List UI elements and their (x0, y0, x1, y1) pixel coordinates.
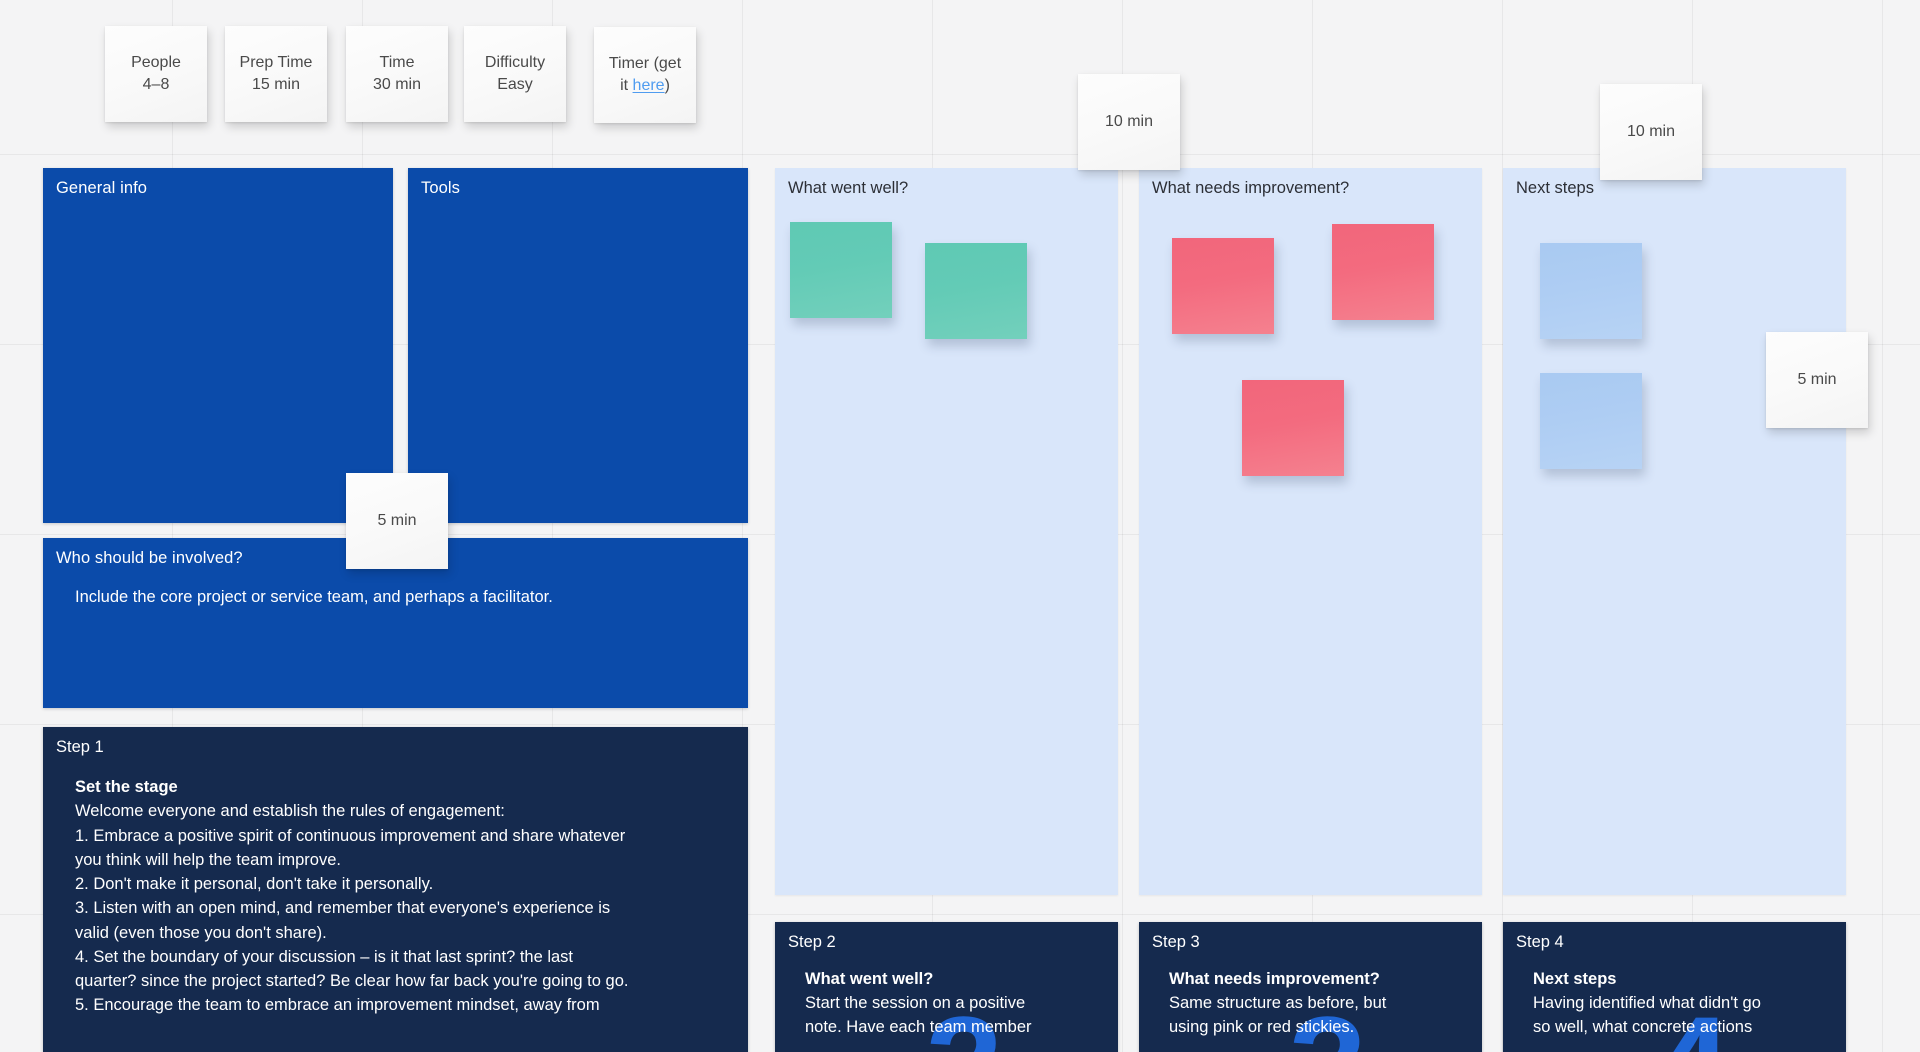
panel-general-info-title: General info (56, 179, 148, 197)
step-panel-1[interactable]: Step 1 1 Set the stage Welcome everyone … (43, 727, 748, 1052)
meta-card-people-value: 4–8 (142, 76, 170, 93)
panel-tools[interactable]: Tools (408, 168, 748, 523)
timer-badge-general-info[interactable]: 5 min (346, 473, 448, 569)
timer-here-link[interactable]: here (632, 77, 665, 94)
step-panel-4-label: Step 4 (1516, 933, 1564, 951)
step-panel-1-line: Welcome everyone and establish the rules… (75, 802, 505, 821)
sticky-note-pink[interactable] (1332, 224, 1434, 320)
column-next-steps-title: Next steps (1516, 179, 1594, 197)
meta-card-time[interactable]: Time 30 min (346, 26, 448, 122)
step-panel-3-line: using pink or red stickies. (1169, 1017, 1355, 1036)
meta-card-prep-time-value: 15 min (251, 76, 300, 93)
meta-card-prep-time-label: Prep Time (239, 54, 313, 72)
step-panel-2-body: What went well? Start the session on a p… (805, 968, 1104, 1040)
sticky-note-blue[interactable] (1540, 373, 1642, 469)
timer-badge-next-steps-top-value: 10 min (1626, 123, 1676, 141)
meta-card-people-label: People (131, 54, 181, 72)
meta-card-time-label: Time (379, 54, 415, 72)
panel-general-info[interactable]: General info (43, 168, 393, 523)
meta-card-difficulty-value: Easy (497, 76, 533, 93)
step-panel-4-line: Having identified what didn't go (1533, 993, 1761, 1012)
sticky-note-green[interactable] (925, 243, 1027, 339)
step-panel-3-line: Same structure as before, but (1169, 993, 1387, 1012)
meta-card-people[interactable]: People 4–8 (105, 26, 207, 122)
panel-who-should-be-involved-body: Include the core project or service team… (75, 588, 553, 606)
timer-badge-next-steps-top[interactable]: 10 min (1600, 84, 1702, 180)
step-panel-2-heading: What went well? (805, 970, 934, 988)
step-panel-1-line: 5. Encourage the team to embrace an impr… (75, 996, 600, 1015)
step-panel-3-body: What needs improvement? Same structure a… (1169, 968, 1468, 1040)
step-panel-4[interactable]: Step 4 4 Next steps Having identified wh… (1503, 922, 1846, 1052)
step-panel-1-heading: Set the stage (75, 778, 178, 796)
step-panel-2-label: Step 2 (788, 933, 836, 951)
step-panel-1-line: quarter? since the project started? Be c… (75, 972, 629, 990)
step-panel-1-body: Set the stage Welcome everyone and estab… (75, 775, 728, 1018)
step-panel-3-label: Step 3 (1152, 933, 1200, 951)
step-panel-4-line: so well, what concrete actions (1533, 1017, 1753, 1036)
sticky-note-pink[interactable] (1242, 380, 1344, 476)
panel-who-should-be-involved-title: Who should be involved? (56, 549, 243, 567)
step-panel-2-line: note. Have each team member (805, 1017, 1032, 1036)
meta-card-time-value: 30 min (372, 76, 422, 93)
meta-card-difficulty-label: Difficulty (484, 54, 546, 72)
panel-tools-title: Tools (421, 179, 461, 197)
step-panel-3-heading: What needs improvement? (1169, 970, 1380, 988)
step-panel-2-line: Start the session on a positive (805, 993, 1026, 1012)
sticky-note-blue[interactable] (1540, 243, 1642, 339)
step-panel-1-line: valid (even those you don't share). (75, 923, 327, 942)
step-panel-2[interactable]: Step 2 2 What went well? Start the sessi… (775, 922, 1118, 1052)
step-panel-1-line: 3. Listen with an open mind, and remembe… (75, 899, 611, 918)
timer-badge-general-info-value: 5 min (377, 512, 417, 530)
meta-card-timer-value: it here) (609, 75, 681, 97)
meta-card-difficulty[interactable]: Difficulty Easy (464, 26, 566, 122)
timer-badge-what-went-well-value: 10 min (1104, 113, 1154, 131)
timer-badge-next-steps-side[interactable]: 5 min (1766, 332, 1868, 428)
meta-card-timer[interactable]: Timer (get it here) (594, 27, 696, 123)
step-panel-4-heading: Next steps (1533, 970, 1617, 988)
meta-card-timer-label: Timer (get (608, 55, 682, 73)
step-panel-1-line: 4. Set the boundary of your discussion –… (75, 947, 574, 966)
step-panel-1-label: Step 1 (56, 738, 104, 756)
step-panel-1-line: you think will help the team improve. (75, 850, 341, 869)
step-panel-1-line: 1. Embrace a positive spirit of continuo… (75, 826, 626, 845)
column-what-needs-improvement-title: What needs improvement? (1152, 179, 1350, 197)
step-panel-3[interactable]: Step 3 3 What needs improvement? Same st… (1139, 922, 1482, 1052)
timer-badge-next-steps-side-value: 5 min (1797, 371, 1837, 389)
meta-card-timer-suffix: ) (664, 77, 670, 94)
step-panel-4-body: Next steps Having identified what didn't… (1533, 968, 1832, 1040)
step-panel-1-line: 2. Don't make it personal, don't take it… (75, 875, 434, 893)
timer-badge-what-went-well[interactable]: 10 min (1078, 74, 1180, 170)
meta-card-timer-prefix: it (620, 77, 633, 94)
sticky-note-pink[interactable] (1172, 238, 1274, 334)
column-what-went-well-title: What went well? (788, 179, 909, 197)
meta-card-prep-time[interactable]: Prep Time 15 min (225, 26, 327, 122)
sticky-note-green[interactable] (790, 222, 892, 318)
